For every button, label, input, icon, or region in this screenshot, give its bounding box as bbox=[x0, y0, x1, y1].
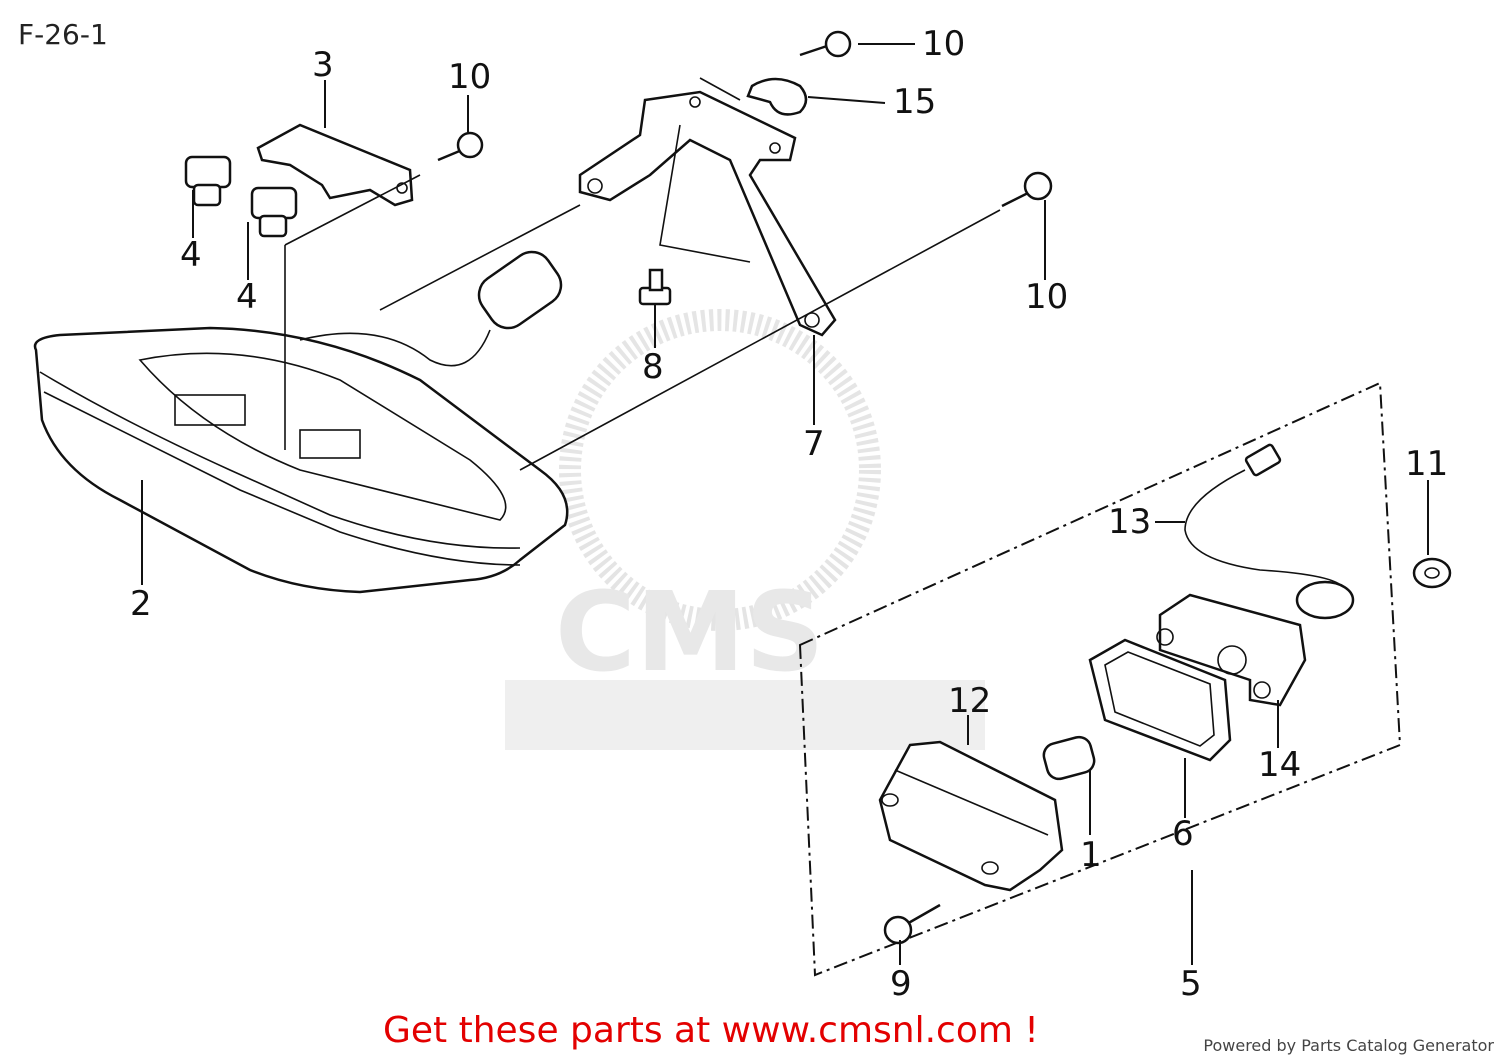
callout-1: 1 bbox=[1080, 835, 1102, 875]
watermark-logo: CMS bbox=[505, 309, 985, 750]
callout-2: 2 bbox=[130, 584, 152, 624]
wire-clamp bbox=[746, 77, 808, 116]
get-parts-link[interactable]: Get these parts at www.cmsnl.com ! bbox=[383, 1010, 1039, 1051]
callout-4b: 4 bbox=[236, 277, 258, 317]
license-light-case bbox=[1156, 580, 1355, 707]
callout-4a: 4 bbox=[180, 235, 202, 275]
leader-lines bbox=[141, 43, 1429, 965]
callout-10b: 10 bbox=[448, 57, 491, 97]
nut-11 bbox=[1412, 557, 1452, 589]
callout-8: 8 bbox=[642, 347, 664, 387]
bulb-socket-wire bbox=[299, 250, 563, 367]
callout-13: 13 bbox=[1108, 502, 1151, 542]
callout-10a: 10 bbox=[922, 24, 965, 64]
screw-10b bbox=[437, 131, 484, 162]
callout-6: 6 bbox=[1172, 814, 1194, 854]
callout-12: 12 bbox=[948, 681, 991, 721]
callout-15: 15 bbox=[893, 82, 936, 122]
watermark-text: CMS bbox=[555, 568, 824, 696]
callout-3: 3 bbox=[312, 45, 334, 85]
sheet-code: F-26-1 bbox=[18, 18, 108, 51]
gasket-6 bbox=[1088, 638, 1232, 762]
license-light-wire bbox=[1184, 443, 1346, 591]
callout-14: 14 bbox=[1258, 745, 1301, 785]
callout-9: 9 bbox=[890, 964, 912, 1004]
callout-10c: 10 bbox=[1025, 277, 1068, 317]
bolt-8 bbox=[638, 268, 672, 306]
stay-bracket bbox=[578, 90, 837, 337]
callout-11: 11 bbox=[1405, 444, 1448, 484]
bulb-4b bbox=[250, 186, 298, 238]
callout-7: 7 bbox=[803, 424, 825, 464]
screw-10a bbox=[799, 30, 852, 58]
license-light-assembly-box bbox=[798, 381, 1402, 977]
screw-9 bbox=[883, 903, 941, 945]
callout-5: 5 bbox=[1180, 964, 1202, 1004]
license-lens-12 bbox=[878, 740, 1064, 892]
powered-by-text: Powered by Parts Catalog Generator bbox=[1203, 1036, 1494, 1055]
screw-10c bbox=[1001, 171, 1053, 208]
tail-light-housing bbox=[33, 326, 569, 594]
bulb-1 bbox=[1042, 735, 1096, 781]
bracket-plate bbox=[256, 123, 414, 207]
